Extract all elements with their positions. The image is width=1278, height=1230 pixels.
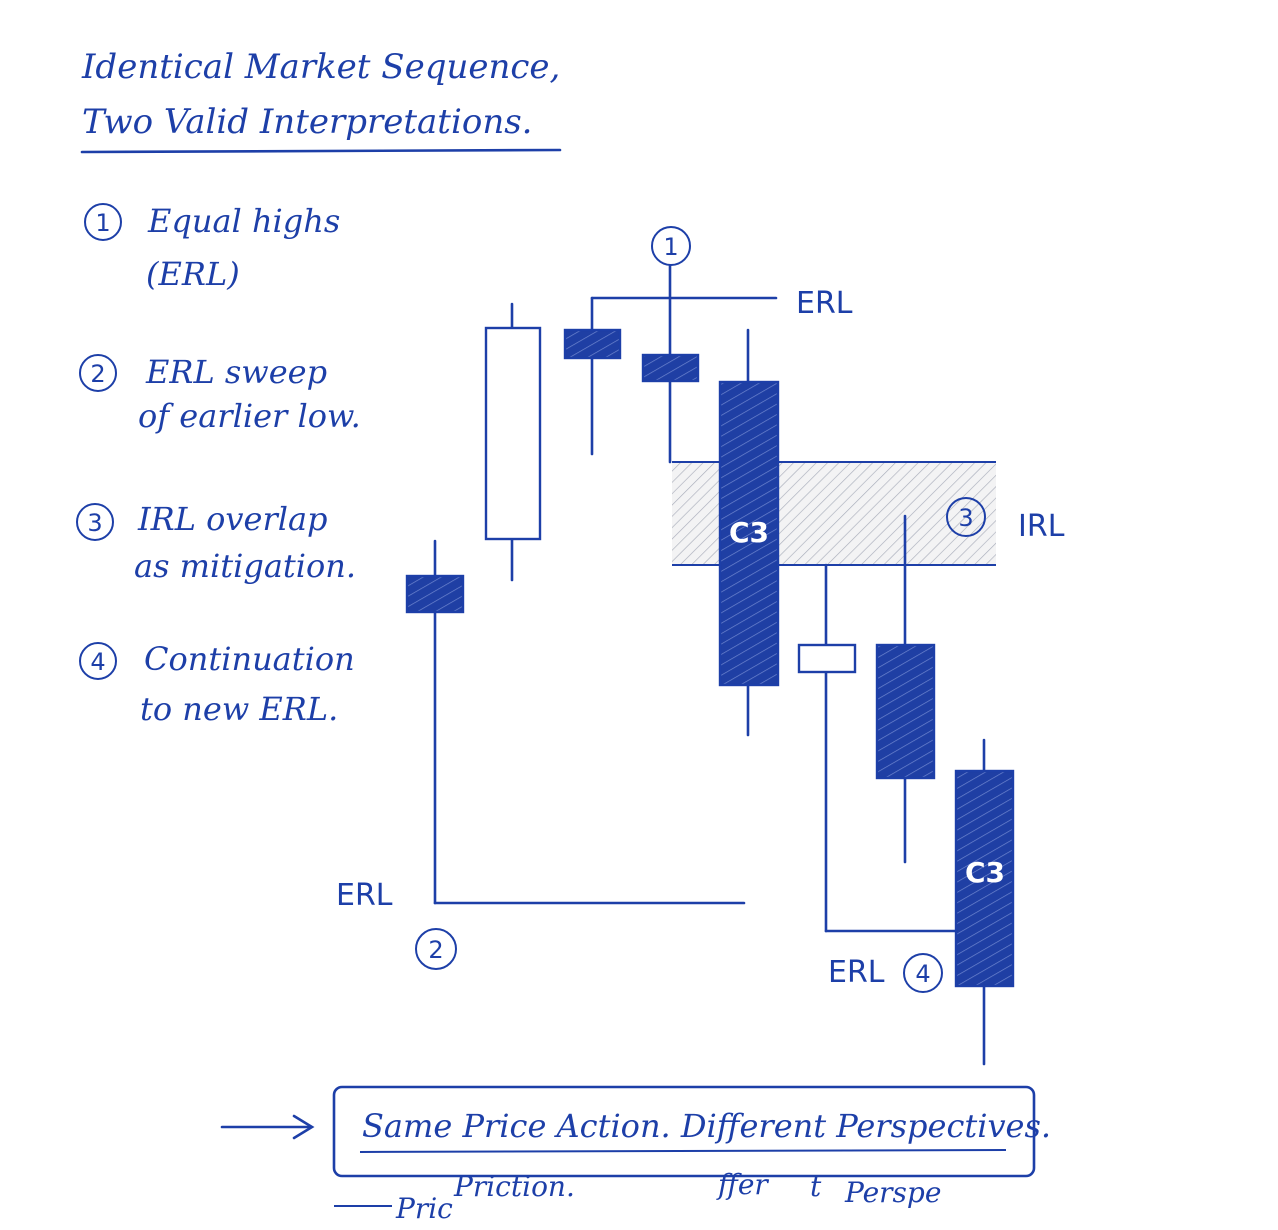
- marker-1-circle-icon: [651, 226, 691, 266]
- c3-second-label: C3: [965, 856, 1005, 889]
- marker-2-circle-icon: [415, 928, 457, 970]
- legend-2-circle-icon: [79, 354, 117, 392]
- conclusion-underline: [359, 1149, 1007, 1153]
- conclusion-text: Same Price Action. Different Perspective…: [362, 1107, 1051, 1145]
- candle-b-body: [484, 326, 542, 541]
- legend-2-line-2: of earlier low.: [138, 397, 361, 435]
- erl-bottom-label: ERL: [828, 955, 885, 990]
- marker-1-number: 1: [663, 233, 678, 261]
- c3-first-label: C3: [729, 516, 769, 549]
- conclusion-box: [332, 1085, 1036, 1178]
- conclusion-arrow-icon: [292, 1114, 315, 1140]
- legend-2-number: 2: [90, 360, 105, 388]
- legend-3-number: 3: [87, 509, 102, 537]
- title-line-1: Identical Market Sequence,: [81, 47, 560, 87]
- faded-text-c: ffer: [716, 1168, 769, 1201]
- title-line-2: Two Valid Interpretations.: [82, 102, 532, 142]
- legend-1-circle-icon: [84, 203, 122, 241]
- legend-1-number: 1: [95, 209, 110, 237]
- faded-text-d: t: [810, 1170, 822, 1203]
- legend-3-line-2: as mitigation.: [134, 547, 356, 585]
- legend-1-line-2: (ERL): [146, 255, 240, 293]
- legend-2-line-1: ERL sweep: [145, 353, 327, 391]
- legend-4-line-1: Continuation: [144, 640, 355, 678]
- legend-1-line-1: Equal highs: [147, 202, 340, 240]
- erl-top-label: ERL: [796, 286, 853, 321]
- legend-4-number: 4: [90, 648, 105, 676]
- legend-4-circle-icon: [79, 642, 117, 680]
- marker-3-number: 3: [958, 504, 973, 532]
- legend-3-circle-icon: [76, 503, 114, 541]
- title-underline: [80, 148, 562, 154]
- erl-low-label: ERL: [336, 878, 393, 913]
- candle-g-body: [875, 643, 936, 780]
- irl-label: IRL: [1018, 509, 1065, 544]
- legend-3-line-1: IRL overlap: [137, 500, 328, 538]
- candle-c-body: [563, 328, 622, 360]
- marker-3-circle-icon: [946, 497, 986, 537]
- marker-4-circle-icon: [903, 953, 943, 993]
- faded-text-e: Perspe: [844, 1176, 941, 1209]
- legend-4-line-2: to new ERL.: [140, 690, 338, 728]
- marker-2-number: 2: [428, 936, 443, 964]
- candle-f-body: [797, 643, 857, 674]
- candle-a-body: [405, 574, 465, 614]
- candle-c3-second-body: [954, 769, 1015, 988]
- candle-d-body: [641, 353, 700, 383]
- candle-c3-first-body: [718, 380, 780, 687]
- marker-4-number: 4: [915, 960, 930, 988]
- faded-text-b: Priction.: [453, 1170, 575, 1203]
- faded-text-a: Pric: [395, 1192, 453, 1225]
